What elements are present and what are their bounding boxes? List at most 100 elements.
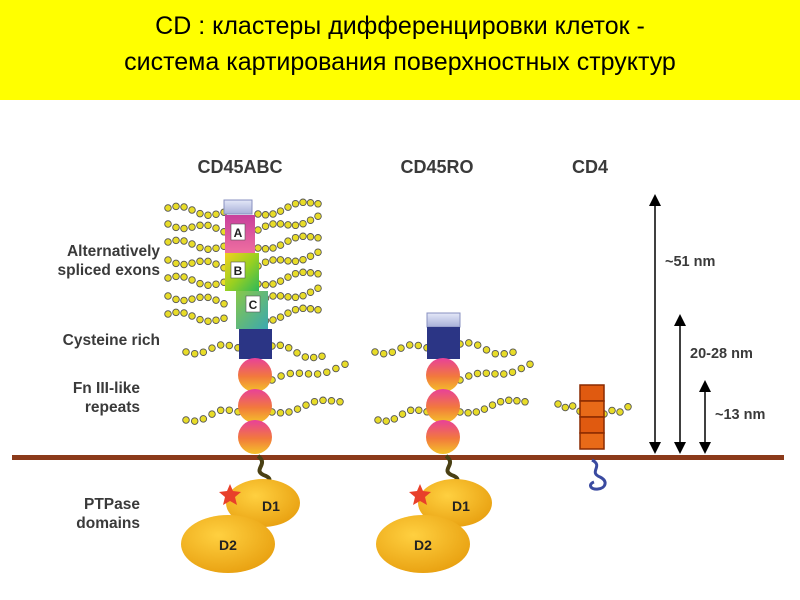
sugar-bead — [473, 341, 482, 349]
sugar-bead — [374, 416, 382, 424]
sugar-bead — [397, 344, 405, 352]
sugar-bead — [261, 281, 270, 289]
sugar-bead — [276, 277, 285, 285]
sugar-bead — [491, 349, 500, 358]
cd45abc-d1-label: D1 — [262, 498, 280, 514]
sugar-bead — [196, 279, 204, 288]
sugar-bead — [561, 403, 570, 412]
sugar-bead — [500, 350, 508, 358]
sugar-bead — [284, 257, 292, 265]
sugar-bead — [500, 370, 508, 378]
sugar-bead — [180, 260, 188, 269]
sugar-bead — [509, 348, 517, 356]
sugar-bead — [204, 211, 212, 219]
cd45abc-fn3-repeat-1 — [238, 358, 272, 392]
exon-a-label-box — [230, 223, 246, 241]
sugar-bead — [164, 220, 172, 228]
cell-membrane — [12, 455, 784, 460]
sugar-bead — [284, 273, 292, 281]
sugar-bead — [276, 241, 285, 249]
sugar-bead — [212, 224, 220, 232]
cd4-molecule — [579, 384, 607, 491]
sugar-bead — [172, 236, 180, 245]
sugar-bead — [284, 344, 293, 352]
sugar-bead — [172, 223, 180, 232]
sugar-bead — [293, 405, 302, 413]
sugar-bead — [261, 222, 270, 230]
sugar-bead — [309, 353, 318, 362]
cd4-domain-3 — [579, 416, 605, 434]
sugar-bead — [480, 405, 489, 413]
title-line-2: система картирования поверхностных струк… — [124, 48, 676, 76]
sugar-bead — [284, 221, 292, 229]
sugar-bead — [505, 396, 513, 405]
sugar-bead — [323, 368, 331, 376]
exon-c-label: C — [249, 298, 258, 312]
sugar-bead — [261, 258, 270, 266]
sugar-bead — [306, 233, 315, 241]
sugar-bead — [302, 401, 310, 409]
sugar-bead — [254, 210, 262, 218]
sugar-bead — [212, 296, 220, 304]
sugar-bead — [465, 339, 473, 347]
sugar-bead — [295, 369, 304, 377]
sugar-bead — [314, 234, 322, 242]
sugar-bead — [276, 409, 285, 417]
cd45abc-fn3-repeat-3 — [238, 420, 272, 454]
sugar-bead — [269, 256, 277, 264]
sugar-bead — [314, 270, 322, 278]
sugar-bead — [204, 317, 212, 325]
sugar-bead — [216, 406, 225, 415]
sugar-bead — [172, 259, 180, 268]
sugar-bead — [371, 348, 379, 356]
sugar-bead — [172, 295, 180, 304]
cd45ro-cysteine-block — [427, 327, 460, 359]
sugar-bead — [204, 221, 212, 230]
sugar-bead — [291, 221, 300, 230]
sugar-bead — [491, 370, 499, 378]
sugar-bead — [188, 240, 196, 248]
cd45ro-fn3-repeat-3 — [426, 420, 460, 454]
sugar-bead — [199, 348, 208, 356]
label-fn3-repeats: Fn III-like repeats — [72, 380, 140, 416]
sugar-bead — [299, 255, 307, 264]
sugar-bead — [276, 292, 285, 300]
cd45ro-cap — [426, 312, 461, 328]
sugar-bead — [277, 372, 285, 380]
sugar-bead — [212, 280, 220, 288]
sugar-bead — [568, 402, 577, 410]
sugar-bead — [208, 344, 216, 352]
sugar-bead — [269, 210, 277, 218]
sugar-bead — [336, 398, 344, 406]
sugar-bead — [269, 292, 277, 300]
label-ptpase-domains: PTPase domains — [76, 496, 140, 532]
sugar-bead — [188, 259, 196, 267]
sugar-bead — [314, 200, 322, 208]
sugar-bead — [276, 207, 285, 215]
sugar-bead — [306, 252, 315, 260]
sugar-bead — [180, 296, 188, 305]
sugar-bead — [190, 417, 199, 425]
sugar-bead — [464, 409, 472, 417]
sugar-bead — [276, 341, 285, 350]
sugar-bead — [306, 199, 315, 207]
sugar-bead — [624, 403, 632, 411]
sugar-bead — [299, 198, 307, 207]
sugar-bead — [164, 204, 172, 212]
sugar-bead — [199, 415, 208, 423]
cd4-domain-2 — [579, 400, 605, 418]
sugar-bead — [291, 305, 300, 314]
sugar-bead — [164, 256, 172, 264]
sugar-bead — [225, 406, 234, 414]
sugar-bead — [172, 272, 180, 281]
sugar-bead — [508, 368, 517, 376]
label-cysteine-rich: Cysteine rich — [62, 332, 160, 349]
sugar-bead — [261, 211, 270, 219]
cd45abc-molecule: A B C D1 D2 — [181, 199, 300, 573]
cd45abc-cysteine-block — [239, 329, 272, 359]
sugar-bead — [291, 293, 300, 302]
measurement-label-13nm: ~13 nm — [715, 407, 766, 423]
sugar-bead — [554, 400, 562, 408]
sugar-bead — [172, 202, 180, 211]
cd45abc-d1-domain — [226, 479, 300, 527]
